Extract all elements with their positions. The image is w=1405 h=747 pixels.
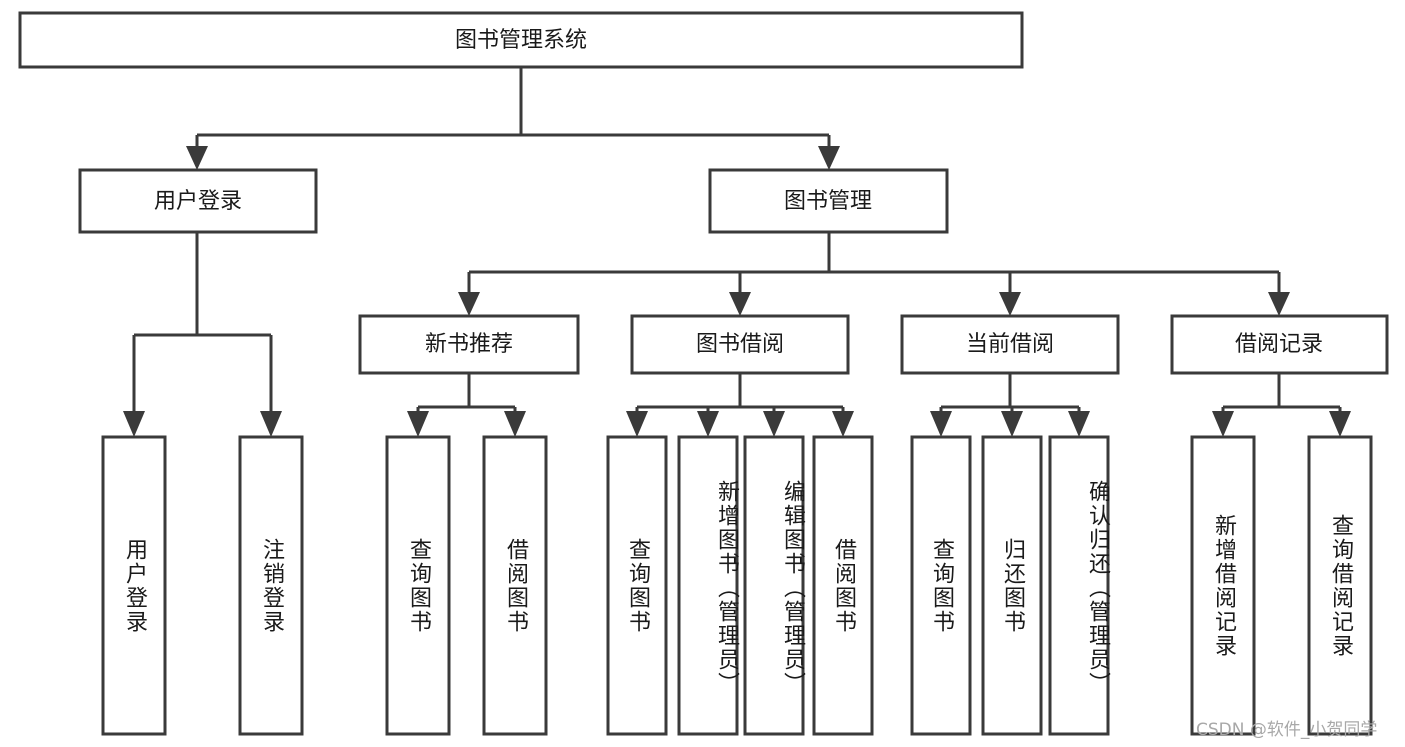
node-current-borrow[interactable]: 当前借阅 <box>900 314 1120 375</box>
node-leaf-query-book-3-rect[interactable] <box>910 435 972 736</box>
node-root-label: 图书管理系统 <box>455 28 587 53</box>
arrowhead-leaf-borrow-book-2 <box>832 411 854 437</box>
arrowhead-leaf-return-book <box>1001 411 1023 437</box>
node-leaf-return-book-rect[interactable] <box>981 435 1043 736</box>
node-new-book-rec-rect[interactable] <box>358 314 580 375</box>
arrowhead-leaf-query-book-3 <box>930 411 952 437</box>
arrowhead-leaf-query-book-2 <box>626 411 648 437</box>
node-book-borrow[interactable]: 图书借阅 <box>630 314 850 375</box>
arrowhead-leaf-borrow-book-1 <box>504 411 526 437</box>
node-new-book-rec[interactable]: 新书推荐 <box>358 314 580 375</box>
arrowhead-leaf-query-record <box>1329 411 1351 437</box>
node-book-borrow-label: 图书借阅 <box>696 332 784 357</box>
arrowhead-new-book-rec <box>458 292 480 316</box>
connector-group-book-borrow-leaves <box>626 373 854 437</box>
node-book-manage-rect[interactable] <box>708 168 949 234</box>
node-leaf-borrow-book-1-rect[interactable] <box>482 435 548 736</box>
connector-group-new-book-rec-leaves <box>407 373 526 437</box>
node-leaf-edit-book-rect[interactable] <box>743 435 805 736</box>
connector-group-root-to-level2 <box>186 67 840 170</box>
node-book-manage[interactable]: 图书管理 <box>708 168 949 234</box>
arrowhead-leaf-add-record <box>1212 411 1234 437</box>
connector-group-user-login-leaves <box>123 232 282 437</box>
arrowhead-borrow-record <box>1268 292 1290 316</box>
node-current-borrow-label: 当前借阅 <box>966 332 1054 357</box>
connector-group-borrow-record-leaves <box>1212 373 1351 437</box>
node-borrow-record-label: 借阅记录 <box>1235 332 1323 357</box>
csdn-watermark: CSDN @软件_小贺同学 <box>1196 720 1378 740</box>
arrowhead-leaf-query-book-1 <box>407 411 429 437</box>
arrowhead-leaf-add-book <box>697 411 719 437</box>
node-leaf-add-book-rect[interactable] <box>677 435 739 736</box>
arrowhead-user-login <box>186 146 208 170</box>
node-leaf-confirm-return-rect[interactable] <box>1048 435 1110 736</box>
node-leaf-query-record-rect[interactable] <box>1307 435 1373 736</box>
node-current-borrow-rect[interactable] <box>900 314 1120 375</box>
node-user-login-label: 用户登录 <box>154 189 242 214</box>
node-leaf-query-book-2-rect[interactable] <box>606 435 668 736</box>
arrowhead-leaf-user-login <box>123 411 145 437</box>
connector-group-book-manage-to-level3 <box>458 232 1290 316</box>
arrowhead-current-borrow <box>999 292 1021 316</box>
node-leaf-user-login-rect[interactable] <box>101 435 167 736</box>
node-book-borrow-rect[interactable] <box>630 314 850 375</box>
node-borrow-record[interactable]: 借阅记录 <box>1170 314 1389 375</box>
node-borrow-record-rect[interactable] <box>1170 314 1389 375</box>
node-leaf-logout-rect[interactable] <box>238 435 304 736</box>
node-user-login-rect[interactable] <box>78 168 318 234</box>
connector-group-current-borrow-leaves <box>930 373 1090 437</box>
node-leaf-add-record-rect[interactable] <box>1190 435 1256 736</box>
arrowhead-book-borrow <box>729 292 751 316</box>
node-user-login[interactable]: 用户登录 <box>78 168 318 234</box>
leaf-box-group <box>101 435 1373 736</box>
arrowhead-leaf-confirm-return <box>1068 411 1090 437</box>
node-book-manage-label: 图书管理 <box>784 189 872 214</box>
arrowhead-leaf-edit-book <box>763 411 785 437</box>
node-leaf-query-book-1-rect[interactable] <box>385 435 451 736</box>
arrowhead-leaf-logout <box>260 411 282 437</box>
arrowhead-book-manage <box>818 146 840 170</box>
node-root[interactable]: 图书管理系统 <box>18 11 1024 69</box>
node-new-book-rec-label: 新书推荐 <box>425 332 513 357</box>
node-leaf-borrow-book-2-rect[interactable] <box>812 435 874 736</box>
node-root-rect[interactable] <box>18 11 1024 69</box>
